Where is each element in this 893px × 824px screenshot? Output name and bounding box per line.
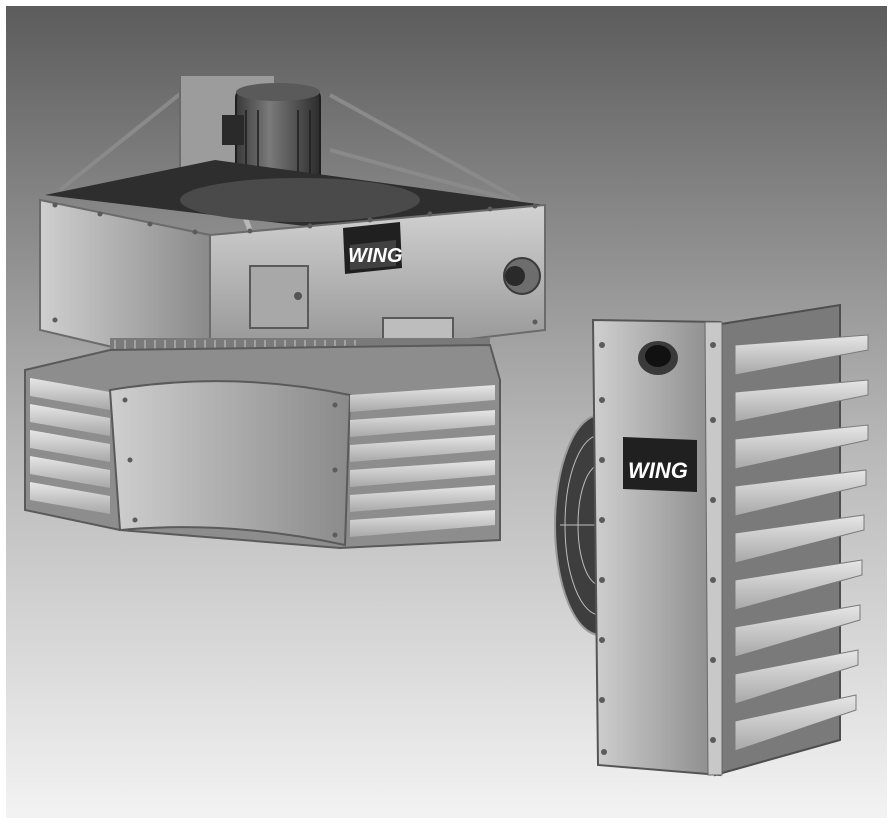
right-unit-heater: WING [554,303,869,777]
right-louvers [350,385,495,537]
right-logo-badge: WING [623,437,697,492]
diffuser-front-panel [108,380,352,547]
rivets [52,202,538,361]
front-rivets [599,342,716,755]
horizontal-louvers [734,334,869,752]
left-logo-badge: WING [343,222,402,274]
pipe-connection [638,341,678,375]
cabinet-front-face [591,318,721,777]
fan-blade [180,178,420,222]
right-logo-text: WING [628,458,688,483]
left-unit-heater: WING [24,74,546,550]
left-logo-text: WING [348,245,402,267]
left-louvers [30,378,110,514]
